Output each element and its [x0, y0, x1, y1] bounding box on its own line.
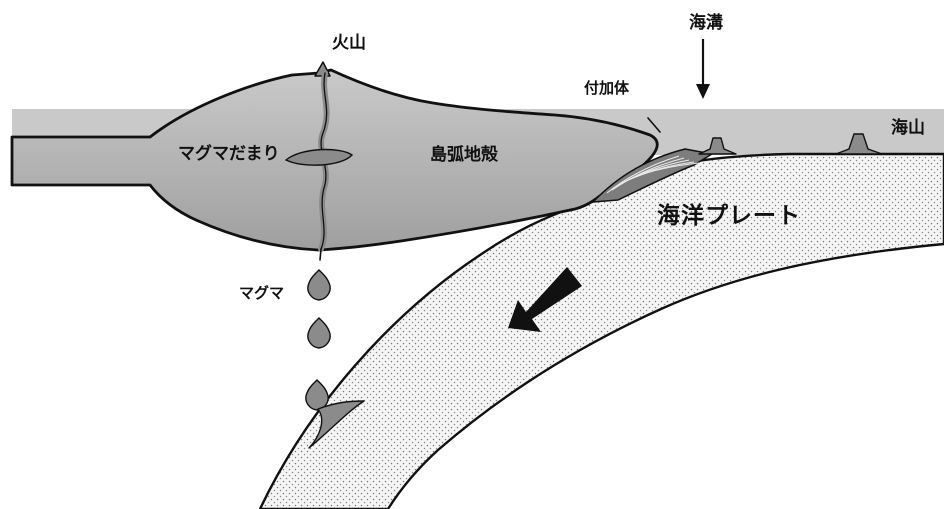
- label-magma: マグマ: [239, 284, 285, 302]
- label-trench: 海溝: [689, 13, 723, 33]
- seamount-right: [835, 133, 883, 155]
- accretionary-layer-2: [611, 157, 685, 191]
- label-magma-chamber: マグマだまり: [178, 144, 280, 164]
- magma-chamber-shape: [284, 148, 354, 166]
- magma-rise-channel: [308, 400, 365, 449]
- magma-feeder-stem: [319, 248, 322, 261]
- seamount-left: [698, 137, 737, 155]
- magma-drop-2: [307, 317, 331, 349]
- label-volcano: 火山: [332, 33, 366, 53]
- magma-drop-3: [305, 379, 329, 411]
- thick-arrow-icon: [508, 267, 582, 332]
- label-oceanic-plate: 海洋プレート: [657, 203, 801, 229]
- accretionary-layer-5: [627, 162, 700, 181]
- label-accretionary-wedge: 付加体: [584, 79, 630, 97]
- label-seamount: 海山: [891, 118, 925, 138]
- down-arrow-icon: [696, 39, 710, 99]
- label-island-arc-crust: 島弧地殻: [430, 145, 498, 165]
- accretionary-layer-1: [606, 155, 680, 194]
- magma-drop-1: [307, 269, 331, 301]
- wedge-pointer-line: [647, 117, 661, 133]
